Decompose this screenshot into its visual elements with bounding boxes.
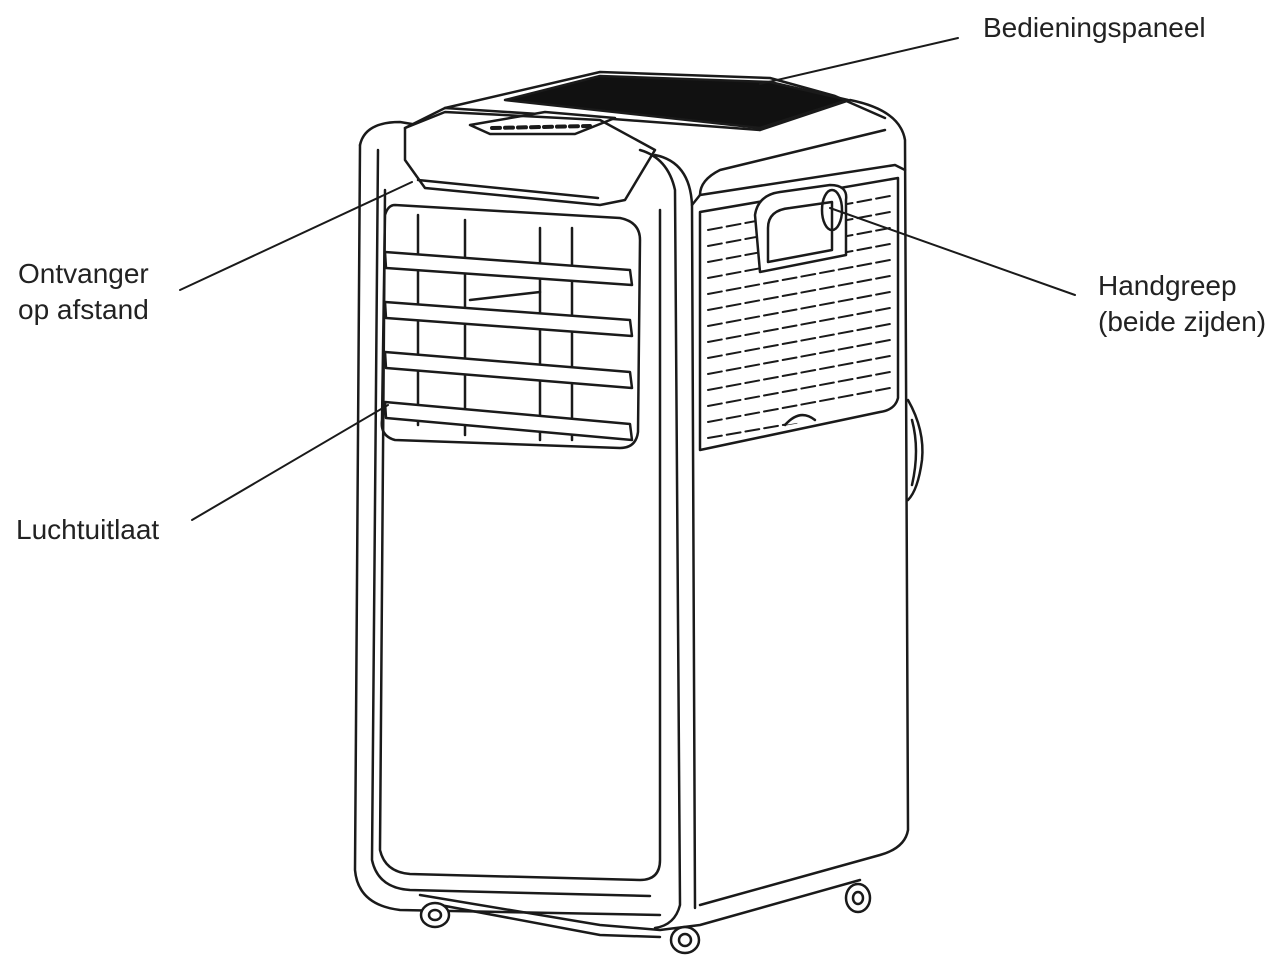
air-outlet-grille xyxy=(380,203,642,450)
top-lid xyxy=(403,70,887,136)
wheel-front-right xyxy=(669,925,701,955)
label-control-panel-text: Bedieningspaneel xyxy=(983,12,1206,43)
leader-control-panel xyxy=(759,37,959,85)
side-grille xyxy=(698,176,900,452)
handle xyxy=(753,183,848,274)
base xyxy=(418,878,862,939)
wheels xyxy=(419,882,872,955)
label-control-panel: Bedieningspaneel xyxy=(983,10,1206,46)
leader-lines xyxy=(179,37,1076,521)
wheel-front-left xyxy=(419,901,451,929)
label-remote-receiver: Ontvanger op afstand xyxy=(18,256,149,328)
side-body xyxy=(690,98,910,907)
label-remote-receiver-line2: op afstand xyxy=(18,294,149,325)
leader-handle xyxy=(829,207,1076,296)
leader-remote-receiver xyxy=(179,181,413,291)
leader-air-outlet xyxy=(191,404,389,521)
wheel-rear-right xyxy=(844,882,872,914)
label-air-outlet-text: Luchtuitlaat xyxy=(16,514,160,545)
control-panel-dark xyxy=(503,74,850,130)
rear-bulge xyxy=(906,398,924,502)
label-air-outlet: Luchtuitlaat xyxy=(16,512,159,548)
front-frame xyxy=(353,120,697,930)
grille-slots xyxy=(707,195,891,439)
label-remote-receiver-line1: Ontvanger xyxy=(18,258,149,289)
label-handle: Handgreep (beide zijden) xyxy=(1098,268,1266,340)
label-handle-line1: Handgreep xyxy=(1098,270,1237,301)
label-handle-line2: (beide zijden) xyxy=(1098,306,1267,337)
front-top-cap xyxy=(403,110,657,207)
